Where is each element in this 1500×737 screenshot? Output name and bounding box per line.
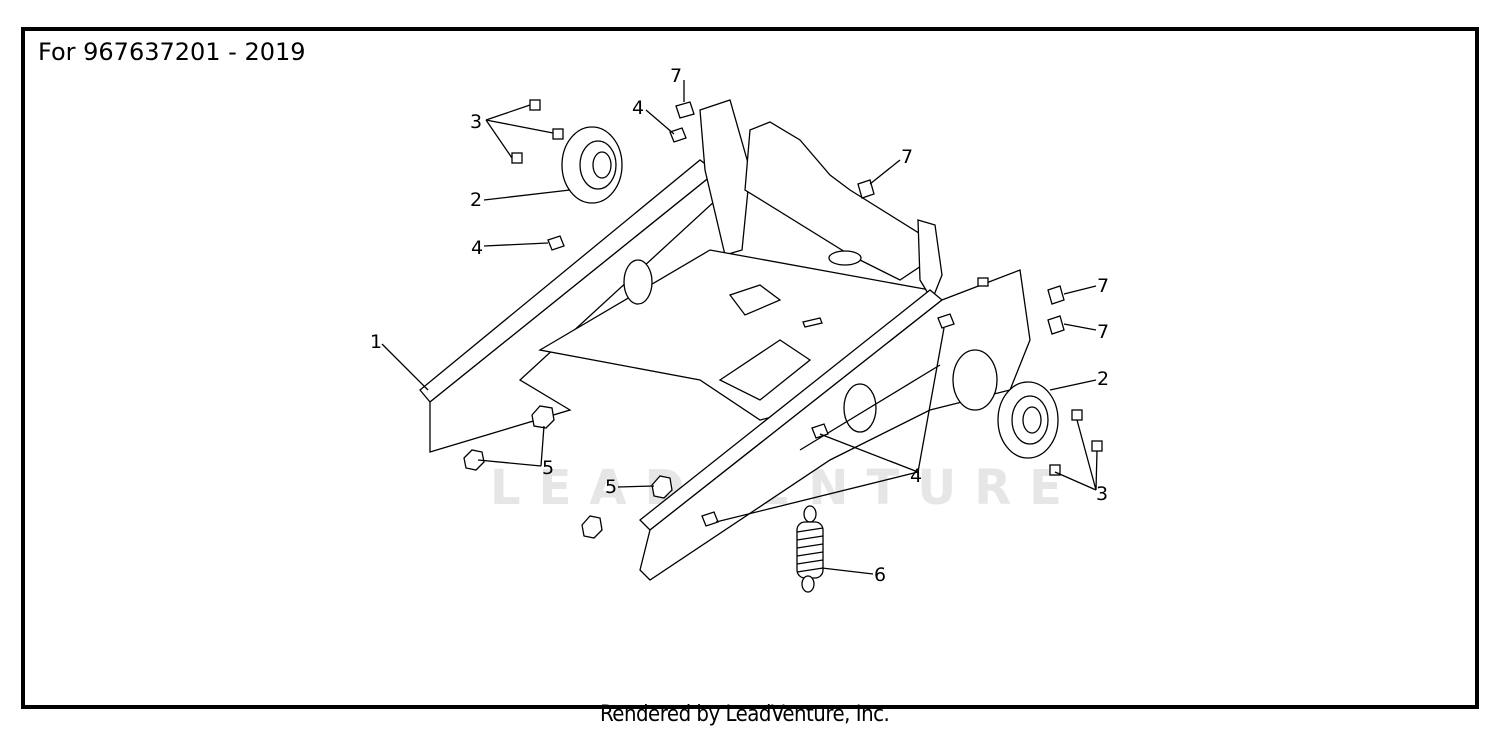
callout-label: 5: [542, 457, 554, 479]
callout-label: 1: [370, 331, 382, 353]
callout-label: 4: [910, 465, 922, 487]
callout-label: 6: [874, 564, 886, 586]
bearing-flange-right: [997, 381, 1059, 459]
callout-label: 2: [470, 189, 482, 211]
callout-label: 5: [605, 476, 617, 498]
clips: [547, 127, 955, 527]
callout-label: 7: [1097, 321, 1109, 343]
callout-label: 7: [901, 146, 913, 168]
footer-credit: Rendered by LeadVenture, Inc.: [600, 702, 890, 727]
callout-label: 4: [471, 237, 483, 259]
callout-label: 2: [1097, 368, 1109, 390]
leader-lines: [381, 80, 1098, 575]
bolts-left: [511, 99, 564, 164]
caps: [675, 101, 1065, 335]
nuts: [463, 405, 673, 539]
frame-assembly: [419, 99, 1031, 581]
spring: [796, 505, 824, 593]
bearing-flange-left: [561, 126, 623, 204]
callout-label: 3: [470, 111, 482, 133]
callout-label: 3: [1096, 483, 1108, 505]
callout-label: 4: [632, 97, 644, 119]
callout-labels: 1 2 2 3 3 4 4 4 5 5 6 7 7 7 7: [370, 65, 1109, 586]
callout-label: 7: [670, 65, 682, 87]
page-title: For 967637201 - 2019: [38, 38, 306, 66]
callout-label: 7: [1097, 275, 1109, 297]
